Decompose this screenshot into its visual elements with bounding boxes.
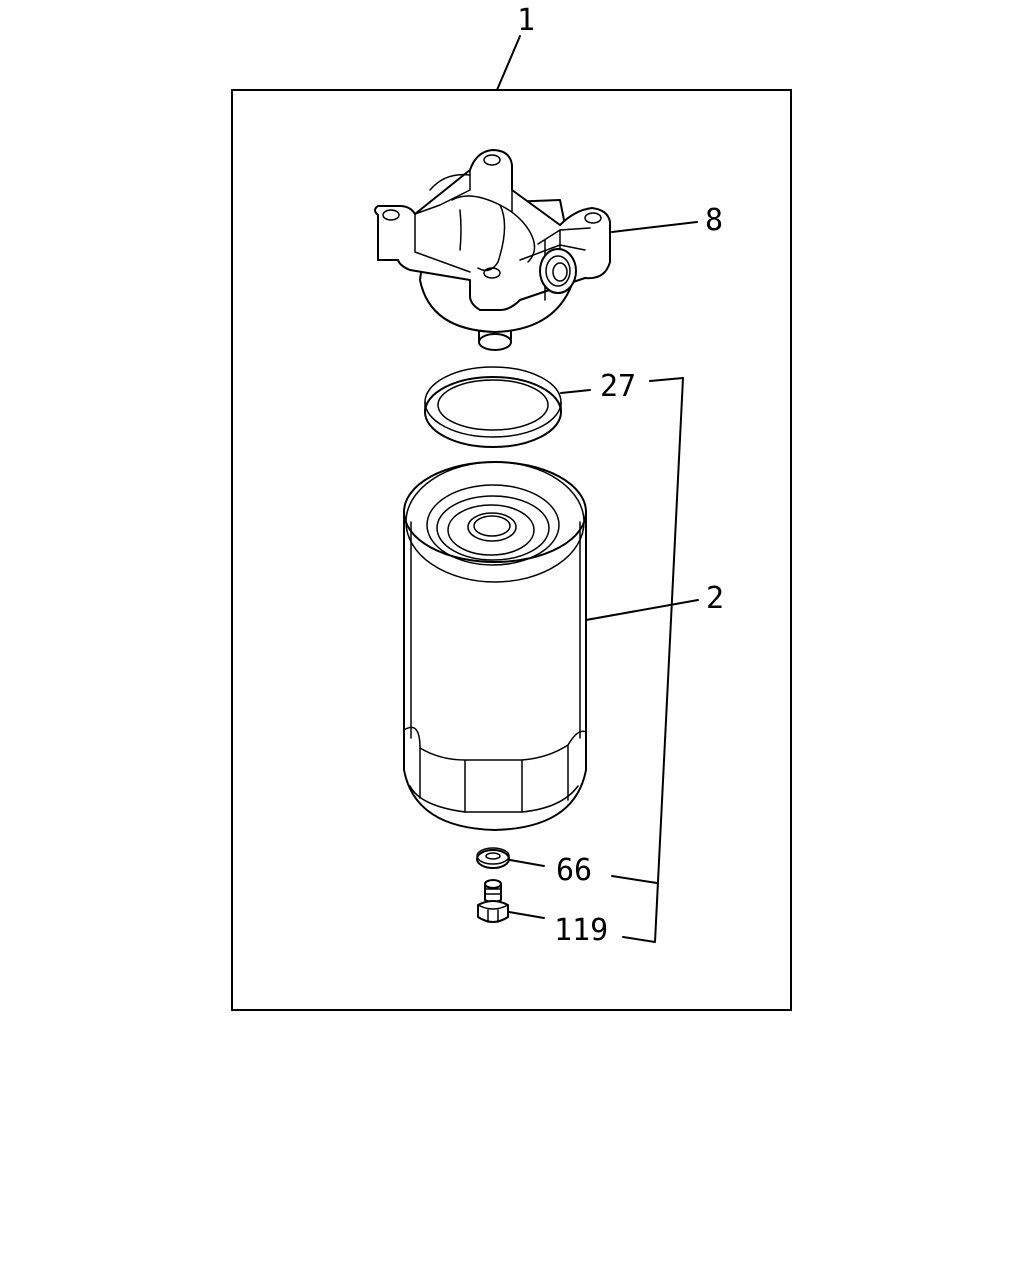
callout-1: 1 <box>496 3 535 91</box>
drain-plug-part: 119 <box>477 879 608 948</box>
callout-label-27: 27 <box>600 369 636 404</box>
kit-bracket <box>611 377 684 943</box>
callout-label-66: 66 <box>556 853 592 888</box>
filter-head-part: 8 <box>374 149 723 351</box>
callout-label-119: 119 <box>554 913 608 948</box>
gasket-part: 27 <box>424 366 636 448</box>
filter-element-part: 2 <box>403 461 724 831</box>
callout-label-1: 1 <box>517 3 535 38</box>
assembly-frame <box>231 89 792 1011</box>
callout-label-2: 2 <box>706 581 724 616</box>
washer-part: 66 <box>476 847 592 888</box>
callout-label-8: 8 <box>705 203 723 238</box>
